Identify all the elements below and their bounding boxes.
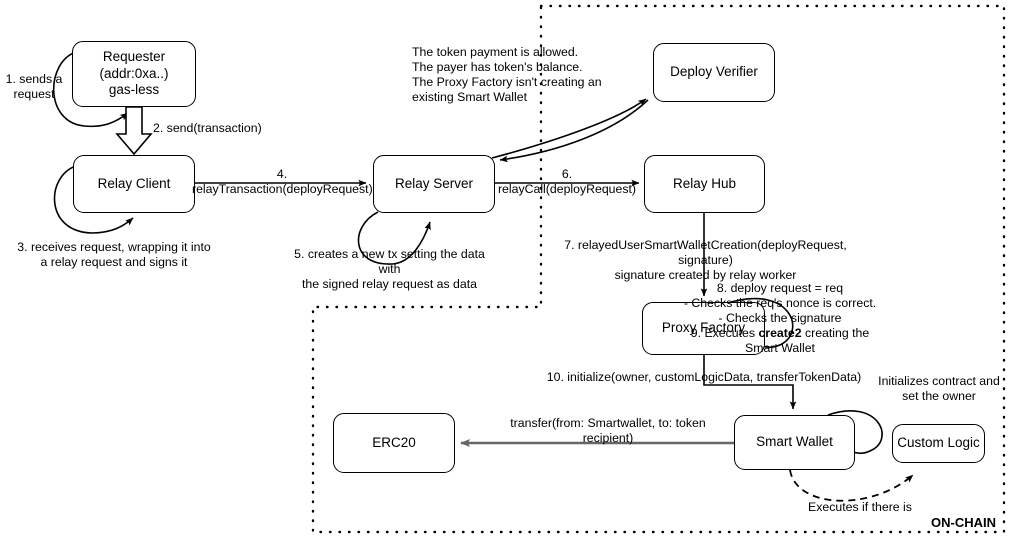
label-step8-line1: 8. deploy request = req	[716, 281, 844, 295]
label-step8-line2: - Checks the req's nonce is correct.	[683, 296, 877, 310]
node-relay-hub-label: Relay Hub	[672, 175, 737, 191]
label-step7: 7. relayedUserSmartWalletCreation(deploy…	[564, 238, 847, 282]
arrow-deploy-verifier-to-relay-server	[499, 99, 649, 163]
node-smart-wallet[interactable]: Smart Wallet	[734, 415, 855, 470]
node-smart-wallet-label: Smart Wallet	[756, 434, 833, 450]
label-initializes-note: Initializes contract and set the owner	[878, 374, 1000, 403]
node-custom-logic[interactable]: Custom Logic	[892, 424, 985, 463]
label-step4: 4. relayTransaction(deployRequest)	[192, 167, 373, 196]
node-relay-client-label: Relay Client	[97, 175, 171, 191]
node-relay-server[interactable]: Relay Server	[373, 155, 495, 213]
node-requester[interactable]: Requester (addr:0xa..) gas-less	[72, 41, 196, 107]
label-step8-line3: - Checks the signature	[718, 311, 842, 325]
label-step9-prefix: 9. Executes	[690, 326, 759, 340]
label-step9-line5: Smart Wallet	[745, 341, 815, 355]
label-step10: 10. initialize(owner, customLogicData, t…	[546, 370, 862, 384]
node-requester-label: Requester (addr:0xa..) gas-less	[99, 49, 169, 98]
label-step9-line4: 9. Executes create2 creating the	[565, 326, 995, 341]
arrow-relay-server-to-deploy-verifier	[491, 98, 647, 159]
label-step5: 5. creates a new tx setting the data wit…	[294, 247, 485, 291]
label-deploy-verifier-note: The token payment is allowed. The payer …	[412, 45, 602, 104]
node-deploy-verifier-label: Deploy Verifier	[670, 64, 758, 80]
node-custom-logic-label: Custom Logic	[897, 435, 980, 451]
label-transfer: transfer(from: Smartwallet, to: token re…	[510, 416, 706, 445]
node-relay-client[interactable]: Relay Client	[73, 155, 195, 213]
label-step6: 6. relayCall(deployRequest)	[497, 167, 637, 196]
node-erc20-label: ERC20	[372, 434, 416, 450]
label-step9-suffix: creating the	[801, 326, 870, 340]
label-on-chain: ON-CHAIN	[931, 515, 996, 530]
node-erc20[interactable]: ERC20	[333, 413, 455, 473]
label-executes-note: Executes if there is	[808, 500, 912, 514]
label-step9-create2: create2	[758, 326, 802, 340]
arrow-step2-send-transaction	[115, 106, 153, 156]
arrow-executes-custom-logic	[789, 469, 914, 502]
label-step89-block: 8. deploy request = req - Checks the req…	[565, 281, 995, 356]
label-step2: 2. send(transaction)	[153, 121, 262, 135]
label-step3: 3. receives request, wrapping it into a …	[17, 240, 211, 269]
node-relay-server-label: Relay Server	[394, 175, 474, 191]
label-step1: 1. sends a request	[5, 72, 63, 101]
node-relay-hub[interactable]: Relay Hub	[644, 155, 765, 213]
